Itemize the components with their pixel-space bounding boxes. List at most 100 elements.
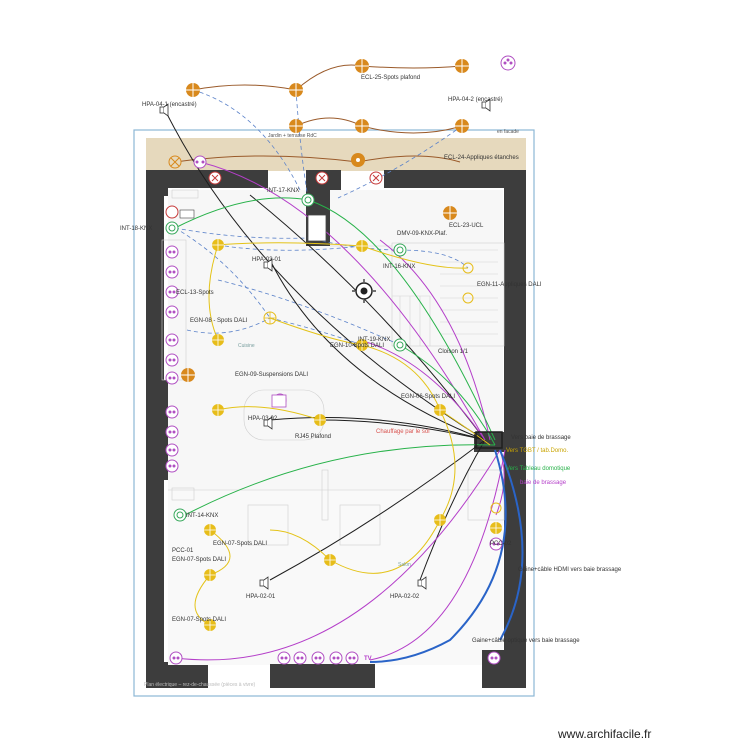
label-hpa03-02: HPA-03-02 (248, 416, 278, 422)
label-hpa02-01: HPA-02-01 (246, 594, 276, 600)
detector-icon (165, 205, 179, 219)
spot-light-icon (490, 522, 502, 534)
patch-bay (475, 431, 503, 449)
label-egn10: EGN-10-Spots DALI (330, 343, 384, 349)
socket-icon (345, 651, 359, 665)
light-fixture-icon (168, 155, 182, 169)
speaker-icon (263, 258, 273, 272)
label-dmv: DMV-09-KNX-Plaf. (397, 231, 447, 237)
label-egn09: EGN-09-Suspensions DALI (235, 372, 308, 378)
light-fixture-icon (351, 153, 365, 167)
socket-icon (165, 443, 179, 457)
label-ecl13: ECL-13-Spots (176, 290, 214, 296)
spot-light-icon (263, 311, 277, 325)
floor-zone-living (168, 490, 503, 665)
spot-light-icon (204, 569, 216, 581)
purple-wires (175, 161, 506, 661)
light-fixture-icon (186, 83, 200, 97)
label-egn07b: EGN-07-Spots DALI (172, 557, 226, 563)
label-en-facade: en facade (497, 129, 519, 135)
label-egn07c: EGN-07-Spots DALI (172, 617, 226, 623)
label-gaine-hdmi: Gaine+câble HDMI vers baie brassage (518, 567, 622, 573)
terrace-box (179, 209, 195, 219)
speakers (159, 98, 491, 590)
socket-icon (500, 55, 516, 71)
label-int19: INT-19-KNX (358, 337, 390, 343)
spot-light-icon (212, 404, 224, 416)
label-rj45: RJ45 Plafond (295, 434, 331, 440)
socket-icon (165, 305, 179, 319)
spot-light-icon (212, 239, 224, 251)
knx-switches (165, 193, 407, 522)
label-ecl23: ECL-23-UCL (449, 223, 484, 229)
light-fixture-icon (455, 119, 469, 133)
interior-light-fixtures (204, 239, 502, 631)
socket-icon (169, 651, 183, 665)
staircase (392, 249, 498, 346)
light-fixture-icon (455, 59, 469, 73)
label-footer-note: Plan électrique – rez-de-chaussée (pièce… (144, 682, 255, 688)
spot-light-icon (204, 524, 216, 536)
spot-light-icon (356, 240, 368, 252)
label-pcc02: PCC-02 (490, 541, 512, 547)
light-fixture-icon (355, 59, 369, 73)
spot-light-icon (490, 502, 502, 514)
label-egn07a: EGN-07-Spots DALI (213, 541, 267, 547)
knx-switch-icon (173, 508, 187, 522)
label-cloison: Cloison 1/1 (438, 349, 469, 355)
label-vers-tableau-domo: Vers Tableau domotique (506, 466, 571, 472)
spot-light-icon (462, 262, 474, 274)
label-int16: INT-16-KNX (383, 264, 415, 270)
hpa-box (271, 394, 287, 408)
socket-icon (165, 405, 179, 419)
socket-icon (165, 371, 179, 385)
knx-switch-icon (165, 221, 179, 235)
spot-light-icon (356, 339, 368, 351)
green-wires (174, 197, 496, 516)
label-ecl25: ECL-25-Spots plafond (361, 75, 420, 81)
terrace-area (146, 138, 526, 171)
exterior-detectors (165, 171, 383, 219)
speaker-icon (417, 576, 427, 590)
label-egn06: EGN-06-Spots DALI (401, 394, 455, 400)
speaker-icon (159, 103, 169, 117)
socket-icon (277, 651, 291, 665)
light-fixture-icon (355, 119, 369, 133)
exterior-fixtures (168, 59, 469, 382)
speaker-icon (263, 416, 273, 430)
spot-light-icon (434, 514, 446, 526)
interior-lines (161, 189, 505, 546)
speaker-icon (259, 576, 269, 590)
socket-icon (293, 651, 307, 665)
watermark-text: www.archifacile.fr (558, 727, 652, 741)
socket-icon (165, 285, 179, 299)
detector-icon (208, 171, 222, 185)
socket-icon (489, 537, 503, 551)
socket-icon (165, 333, 179, 347)
label-egn11: EGN-11-Appliques DALI (477, 282, 542, 288)
socket-icon (165, 245, 179, 259)
label-hpa02-02: HPA-02-02 (390, 594, 420, 600)
spot-light-icon (462, 292, 474, 304)
label-vers-baie: Vers baie de brassage (511, 435, 571, 441)
light-fixture-icon (289, 83, 303, 97)
knx-box (307, 214, 327, 242)
label-hpa04-2: HPA-04-2 (encastré) (448, 97, 503, 103)
socket-icon (311, 651, 325, 665)
socket-icon (329, 651, 343, 665)
spot-light-icon (314, 414, 326, 426)
sockets (165, 55, 516, 665)
label-hpa03-01: HPA-03-01 (252, 257, 282, 263)
black-wires (164, 109, 486, 581)
spot-light-icon (434, 404, 446, 416)
label-tv: TV (364, 656, 372, 662)
knx-switch-icon (393, 338, 407, 352)
label-int17: INT-17-KNX (267, 188, 299, 194)
label-ecl24: ECL-24-Appliques étanches (444, 155, 519, 161)
detector-icon (369, 171, 383, 185)
light-fixture-icon (181, 368, 195, 382)
label-jardin: Jardin + terrasse RdC (268, 133, 317, 139)
socket-icon (193, 155, 207, 169)
blue-cables (369, 449, 524, 663)
